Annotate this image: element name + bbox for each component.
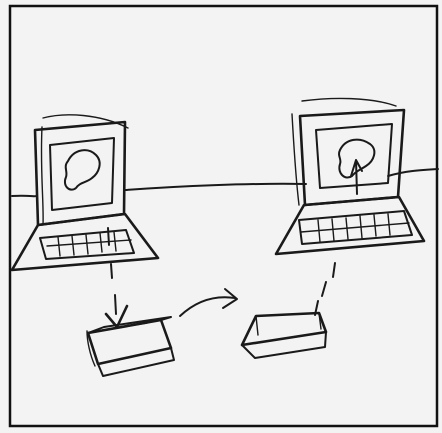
map-shape-left-icon — [65, 150, 100, 189]
keyboard-right-row-line — [301, 223, 409, 232]
keyboard-left-row-line — [47, 240, 131, 246]
left-cable-stub — [12, 196, 36, 197]
computer-left-icon — [12, 115, 158, 270]
right-storage-device — [242, 313, 326, 358]
arrow-into-right-computer-icon — [351, 160, 362, 194]
storage-device-right-front — [242, 332, 326, 358]
right-monitor-extra-stroke — [292, 114, 299, 205]
keyboard-base-right — [276, 197, 424, 254]
screen-left — [50, 138, 114, 210]
keyboard-base-left — [12, 214, 158, 270]
right-cable-stub — [388, 169, 438, 176]
monitor-right-sketch-line — [302, 98, 396, 106]
left-storage-device — [88, 317, 174, 376]
storage-device-right-top — [242, 313, 326, 345]
screen-right — [316, 124, 392, 188]
dashed-link-right — [315, 263, 335, 315]
transfer-arrow-head-icon — [223, 289, 237, 308]
computer-right-icon — [276, 98, 424, 254]
panel-border — [10, 6, 437, 426]
left-monitor-extra-stroke — [41, 127, 43, 225]
network-cable — [126, 184, 306, 190]
storage-device-left-front — [88, 320, 171, 364]
